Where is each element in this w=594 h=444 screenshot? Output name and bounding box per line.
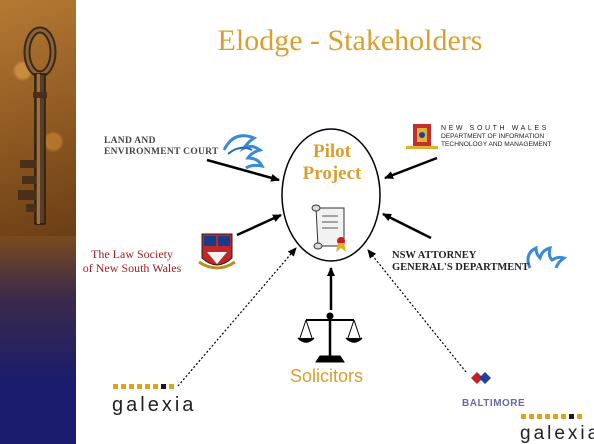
galexia-label-2: galexia — [520, 423, 594, 444]
galexia-label: galexia — [112, 394, 197, 416]
scroll-icon — [311, 204, 346, 252]
law-society-crest-icon — [198, 233, 236, 270]
arrow-land-court — [206, 158, 280, 182]
land-court-logo-icon — [222, 134, 265, 170]
nsw-dept-label: NEW SOUTH WALES DEPARTMENT OF INFORMATIO… — [441, 125, 552, 149]
sidebar-gradient — [0, 236, 76, 444]
pilot-label-line2: Project — [302, 163, 362, 184]
law-society-line2: of New South Wales — [82, 261, 182, 275]
nsw-attorney-line2: GENERAL'S DEPARTMENT — [392, 262, 529, 273]
pilot-project-label: Pilot Project — [282, 141, 382, 185]
baltimore-label: BALTIMORE — [462, 398, 526, 409]
arrow-nsw-ag — [382, 212, 432, 240]
land-court-line2: ENVIRONMENT COURT — [104, 147, 219, 157]
arrow-law-society — [236, 213, 282, 237]
arrow-galexia — [177, 247, 297, 387]
pilot-label-line1: Pilot — [313, 141, 351, 162]
key-icon — [18, 26, 57, 225]
pilot-project-circle — [281, 128, 381, 262]
land-court-line1: LAND AND — [104, 136, 156, 146]
galexia-dots-icon-2 — [521, 414, 582, 419]
nsw-dept-line2: DEPARTMENT OF INFORMATION — [441, 133, 545, 140]
law-society-line1: The Law Society — [91, 247, 173, 261]
scales-icon — [297, 312, 363, 363]
nsw-attorney-line1: NSW ATTORNEY — [392, 250, 477, 261]
nsw-attorney-label: NSW ATTORNEY GENERAL'S DEPARTMENT — [392, 250, 529, 274]
nsw-dept-line3: TECHNOLOGY AND MANAGEMENT — [441, 141, 552, 148]
galexia-dots-icon — [113, 384, 174, 389]
land-environment-court-label: LAND AND ENVIRONMENT COURT — [104, 136, 219, 158]
arrow-nsw-dept — [384, 156, 438, 180]
law-society-label: The Law Society of New South Wales — [72, 247, 192, 275]
nsw-dept-line1: NEW SOUTH WALES — [441, 125, 549, 132]
slide-title: Elodge - Stakeholders — [217, 24, 483, 57]
nsw-crest-icon — [406, 124, 438, 149]
baltimore-logo-icon — [471, 372, 491, 384]
solicitors-label: Solicitors — [290, 366, 364, 386]
nsw-ag-logo-icon — [526, 245, 568, 269]
